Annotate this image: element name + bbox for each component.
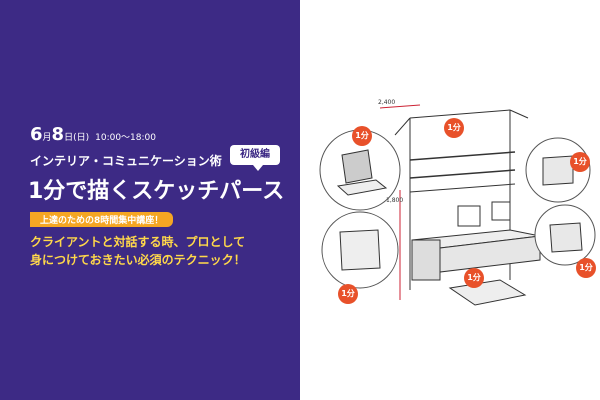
description-line-2: 身につけておきたい必須のテクニック！: [30, 253, 246, 267]
time-marker-1: 1分: [352, 126, 372, 146]
time-marker-3: 1分: [570, 152, 590, 172]
sketch-drawing: 2,400 1,800: [319, 99, 596, 306]
time-marker-2: 1分: [444, 118, 464, 138]
date-month: 6: [30, 124, 43, 145]
subtitle-band: 上達のための8時間集中講座！: [30, 212, 174, 227]
date-weekday: (日): [73, 133, 90, 143]
event-time: 10:00～18:00: [95, 133, 156, 143]
course-category: インテリア・コミュニケーション術: [30, 154, 222, 168]
course-title: 1分で描くスケッチパース: [28, 179, 285, 204]
level-badge: 初級編: [230, 145, 280, 171]
time-marker-6: 1分: [464, 268, 484, 288]
date-day: 8: [51, 124, 65, 145]
time-marker-4: 1分: [338, 284, 358, 304]
event-date: 6月8日(日)10:00～18:00: [30, 124, 156, 145]
promo-panel: 6月8日(日)10:00～18:00 インテリア・コミュニケーション術 初級編 …: [0, 0, 300, 400]
time-marker-5: 1分: [576, 258, 596, 278]
description-line-1: クライアントと対話する時、プロとして: [30, 235, 246, 249]
height-dimension-label: 1,800: [386, 197, 403, 204]
sketch-illustration: 2,400 1,800 1分 1分 1分 1分 1分 1分: [300, 0, 600, 400]
top-dimension-label: 2,400: [378, 99, 395, 106]
description: クライアントと対話する時、プロとして 身につけておきたい必須のテクニック！: [30, 233, 290, 269]
